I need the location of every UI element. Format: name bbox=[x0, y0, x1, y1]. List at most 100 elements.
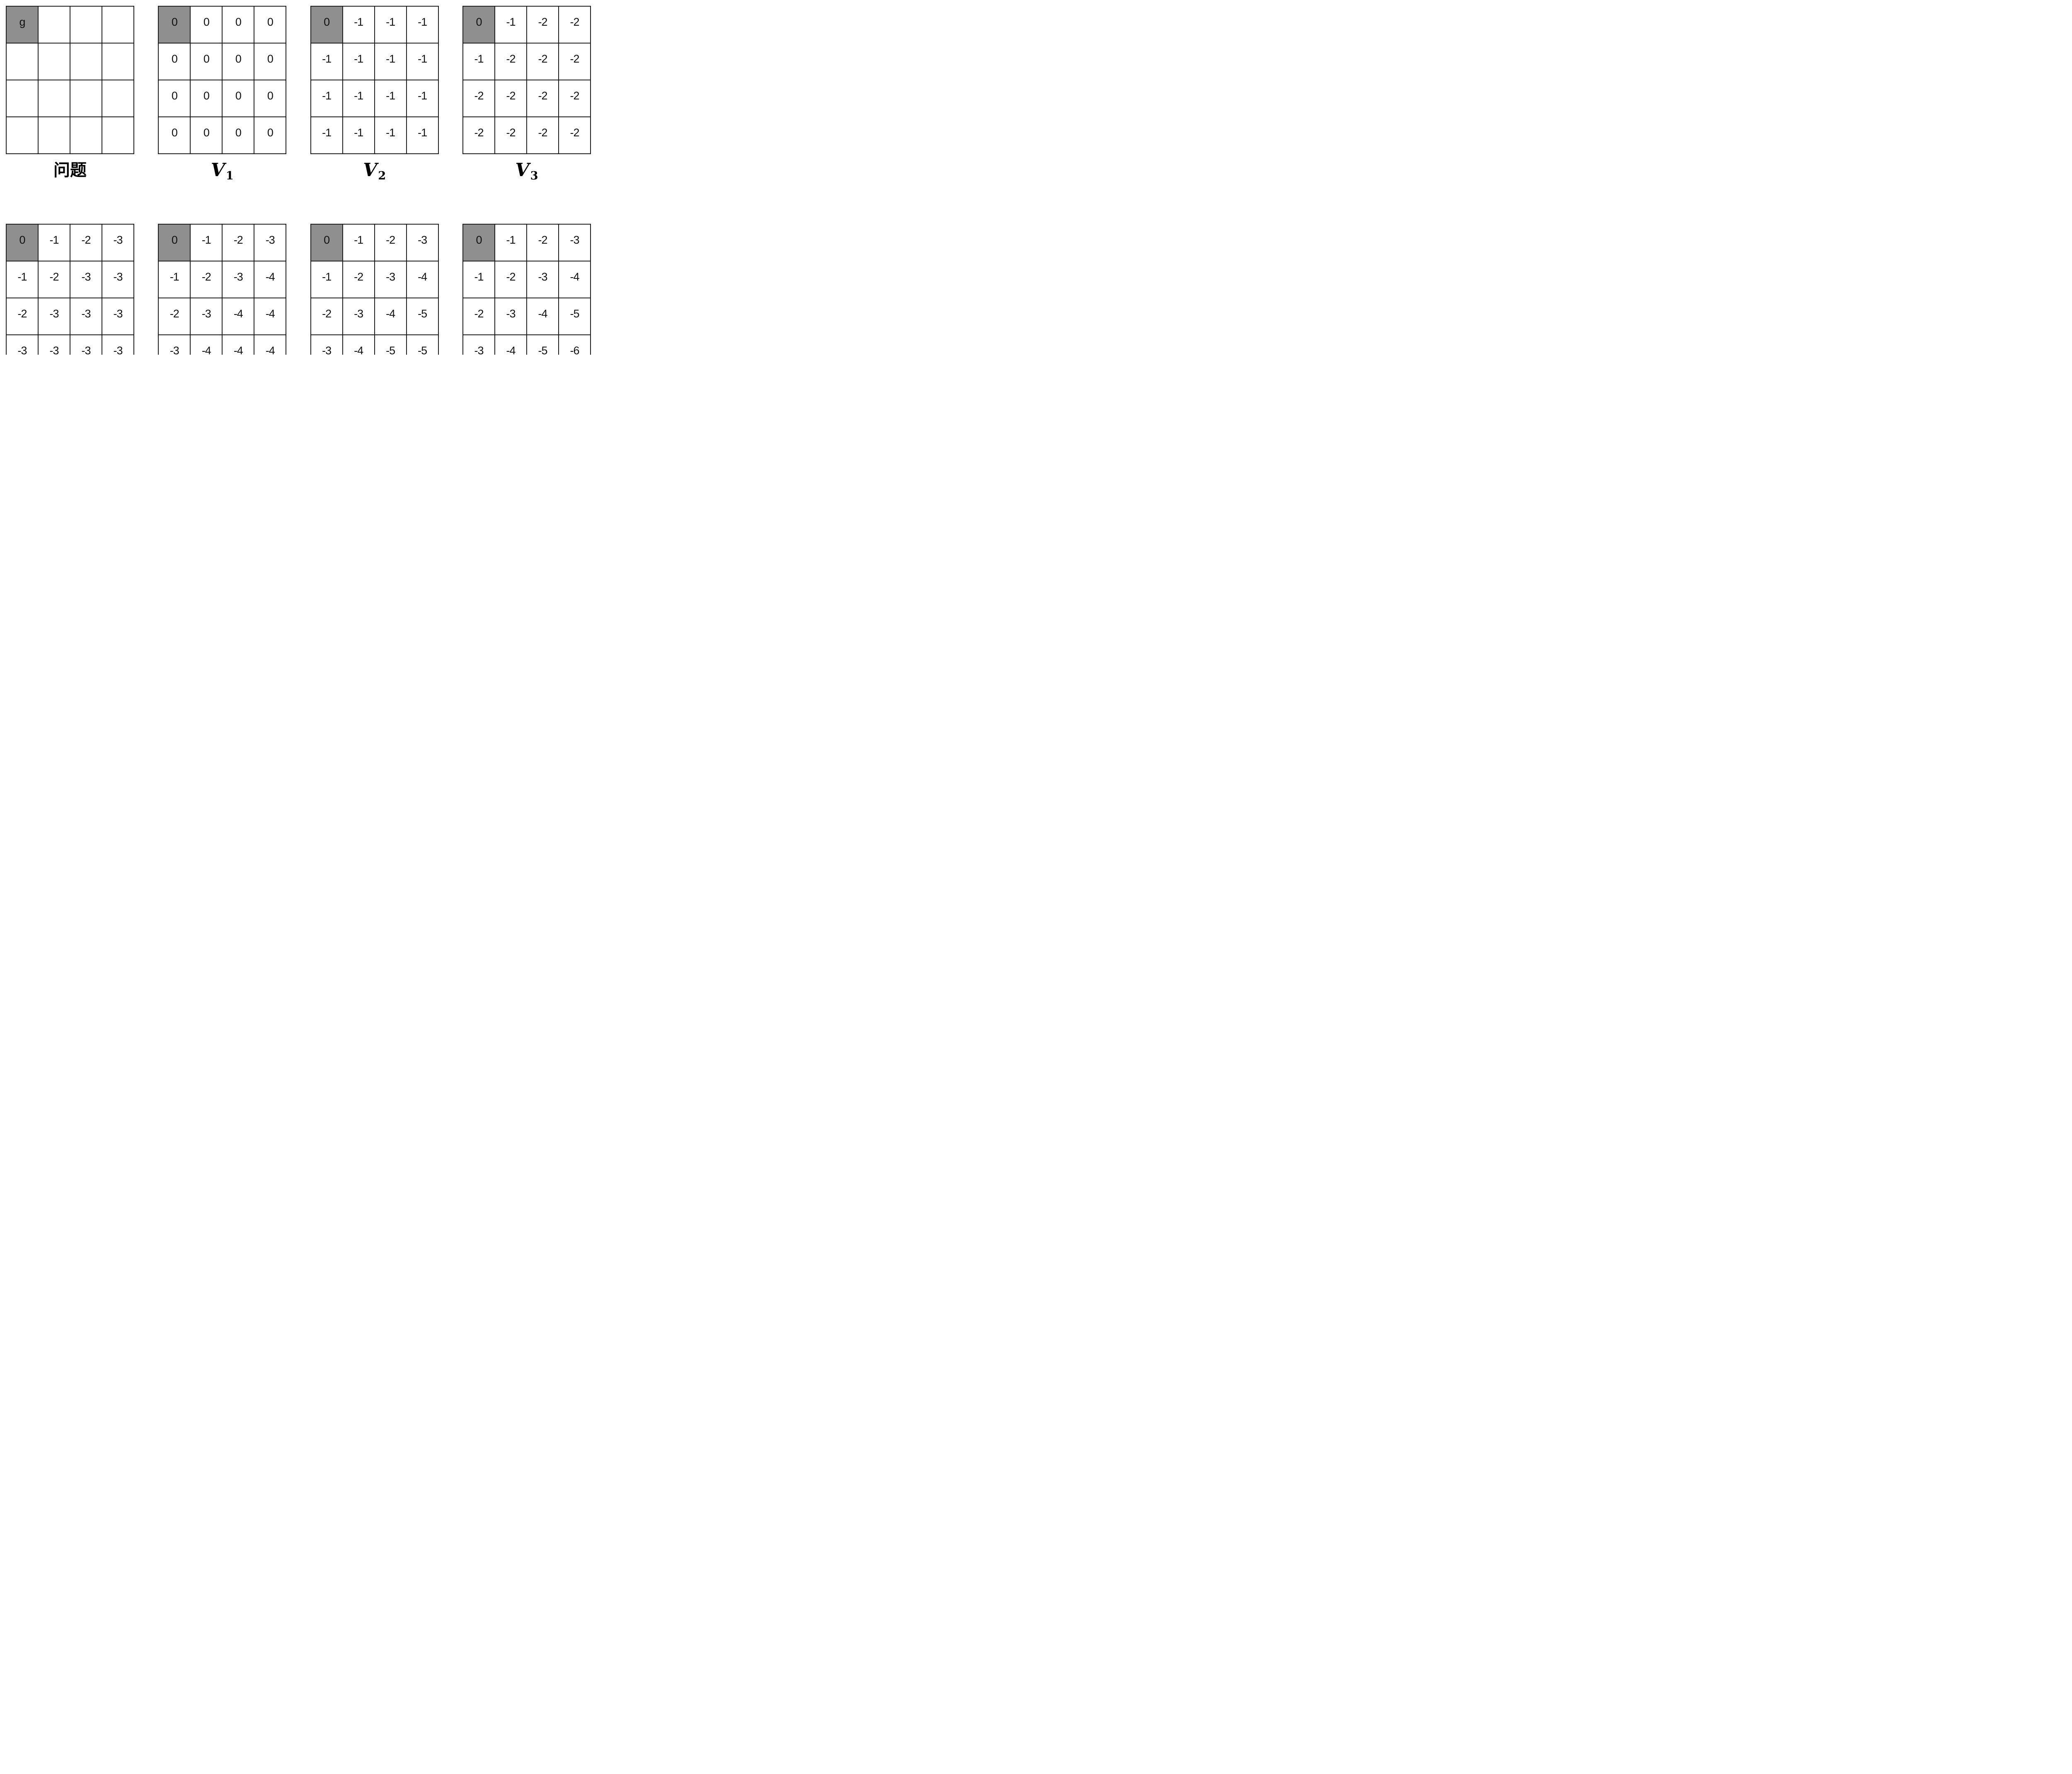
grid-cell: -4 bbox=[190, 334, 223, 355]
grid-cell: -1 bbox=[494, 224, 527, 261]
grid-row bbox=[6, 80, 134, 117]
figure-label: 问题 bbox=[53, 160, 87, 181]
grid-cell: -1 bbox=[494, 6, 527, 44]
grid-cell: -4 bbox=[222, 298, 255, 335]
figure-label-subscript: 2 bbox=[378, 169, 386, 183]
grid-cell: 0 bbox=[158, 43, 191, 80]
grid-cell: -3 bbox=[526, 261, 559, 298]
grid-cell bbox=[38, 43, 70, 80]
grid-cell: 0 bbox=[222, 6, 255, 44]
grid-table: 0-1-1-1-1-1-1-1-1-1-1-1-1-1-1-1 bbox=[310, 6, 439, 154]
grid-cell: -4 bbox=[342, 334, 375, 355]
grid-cell bbox=[38, 116, 70, 154]
grid-cell: 0 bbox=[190, 6, 223, 44]
grid-cell: -1 bbox=[462, 43, 495, 80]
grid-cell: -1 bbox=[342, 80, 375, 117]
grid-cell: -3 bbox=[374, 261, 407, 298]
grid-row: -2-3-4-5 bbox=[310, 298, 439, 335]
grid-cell: -3 bbox=[102, 334, 134, 355]
grid-row: 0-1-2-2 bbox=[462, 6, 591, 44]
grid-cell: -3 bbox=[102, 261, 134, 298]
grid-row: 0-1-2-3 bbox=[310, 224, 439, 261]
grid-cell: -1 bbox=[462, 261, 495, 298]
grid-cell bbox=[38, 6, 70, 44]
grid-cell: -2 bbox=[38, 261, 70, 298]
grid-row: -2-2-2-2 bbox=[462, 116, 591, 154]
grid-cell: 0 bbox=[222, 80, 255, 117]
grid-cell: -3 bbox=[406, 224, 439, 261]
goal-cell: 0 bbox=[158, 6, 191, 44]
grid-cell: -5 bbox=[558, 298, 591, 335]
grid-cell: -4 bbox=[374, 298, 407, 335]
grid-cell: -3 bbox=[558, 224, 591, 261]
grid-cell: -2 bbox=[558, 43, 591, 80]
grid-figure-V2: 0-1-1-1-1-1-1-1-1-1-1-1-1-1-1-1 V2 bbox=[310, 6, 439, 183]
grid-cell bbox=[70, 6, 102, 44]
grid-cell: -1 bbox=[406, 80, 439, 117]
grid-cell: -1 bbox=[406, 43, 439, 80]
grid-cell: -1 bbox=[342, 43, 375, 80]
goal-cell: g bbox=[6, 6, 39, 44]
goal-cell: 0 bbox=[462, 224, 495, 261]
grid-table: g bbox=[6, 6, 134, 154]
grid-cell bbox=[6, 116, 39, 154]
grid-cell: -2 bbox=[558, 6, 591, 44]
grid-cell: -3 bbox=[462, 334, 495, 355]
grid-row: -1-1-1-1 bbox=[310, 43, 439, 80]
grid-cell: 0 bbox=[222, 116, 255, 154]
grid-cell: -2 bbox=[526, 80, 559, 117]
grid-cell: -1 bbox=[310, 43, 343, 80]
grid-cell: -1 bbox=[374, 80, 407, 117]
diagram-row-2: 0-1-2-3-1-2-3-3-2-3-3-3-3-3-3-3 V4 0-1-2… bbox=[6, 224, 591, 355]
grid-table: 0-1-2-2-1-2-2-2-2-2-2-2-2-2-2-2 bbox=[462, 6, 591, 154]
grid-cell: -4 bbox=[526, 298, 559, 335]
grid-cell: -5 bbox=[406, 334, 439, 355]
grid-cell: -2 bbox=[526, 43, 559, 80]
grid-cell: 0 bbox=[190, 80, 223, 117]
grid-row: -1-2-3-4 bbox=[310, 261, 439, 298]
grid-cell: 0 bbox=[222, 43, 255, 80]
grid-cell: -3 bbox=[190, 298, 223, 335]
grid-table: 0-1-2-3-1-2-3-4-2-3-4-5-3-4-5-5 bbox=[310, 224, 439, 355]
grid-row: -2-3-3-3 bbox=[6, 298, 134, 335]
grid-cell: -3 bbox=[38, 334, 70, 355]
grid-cell: -2 bbox=[494, 261, 527, 298]
grid-cell: -6 bbox=[558, 334, 591, 355]
grid-figure-V7: 0-1-2-3-1-2-3-4-2-3-4-5-3-4-5-6 V7 bbox=[462, 224, 591, 355]
grid-cell: -3 bbox=[222, 261, 255, 298]
grid-cell: -1 bbox=[38, 224, 70, 261]
grid-cell bbox=[70, 116, 102, 154]
grid-row: -1-1-1-1 bbox=[310, 116, 439, 154]
figure-label: V3 bbox=[515, 160, 538, 183]
grid-cell: -3 bbox=[70, 334, 102, 355]
grid-cell: -2 bbox=[558, 116, 591, 154]
grid-cell: -5 bbox=[374, 334, 407, 355]
grid-row: 0-1-2-3 bbox=[6, 224, 134, 261]
grid-cell bbox=[70, 80, 102, 117]
grid-cell: -2 bbox=[494, 116, 527, 154]
grid-cell: -1 bbox=[310, 80, 343, 117]
grid-cell: -4 bbox=[254, 261, 287, 298]
figure-label-text: V bbox=[363, 160, 378, 181]
grid-row: -3-4-4-4 bbox=[158, 334, 287, 355]
goal-cell: 0 bbox=[462, 6, 495, 44]
grid-row bbox=[6, 43, 134, 80]
grid-cell: -3 bbox=[102, 298, 134, 335]
figure-label-subscript: 3 bbox=[530, 169, 538, 183]
grid-cell: -2 bbox=[526, 116, 559, 154]
grid-cell: -3 bbox=[342, 298, 375, 335]
grid-cell: -2 bbox=[462, 80, 495, 117]
figure-label-text: V bbox=[211, 160, 225, 181]
figure-label-text: V bbox=[515, 160, 530, 181]
grid-cell: -3 bbox=[70, 298, 102, 335]
grid-cell: -2 bbox=[462, 116, 495, 154]
grid-cell: -1 bbox=[310, 116, 343, 154]
figure-label: V2 bbox=[363, 160, 386, 183]
grid-cell: -2 bbox=[222, 224, 255, 261]
figure-label-subscript: 1 bbox=[225, 169, 234, 183]
grid-cell bbox=[102, 43, 134, 80]
goal-cell: 0 bbox=[310, 6, 343, 44]
